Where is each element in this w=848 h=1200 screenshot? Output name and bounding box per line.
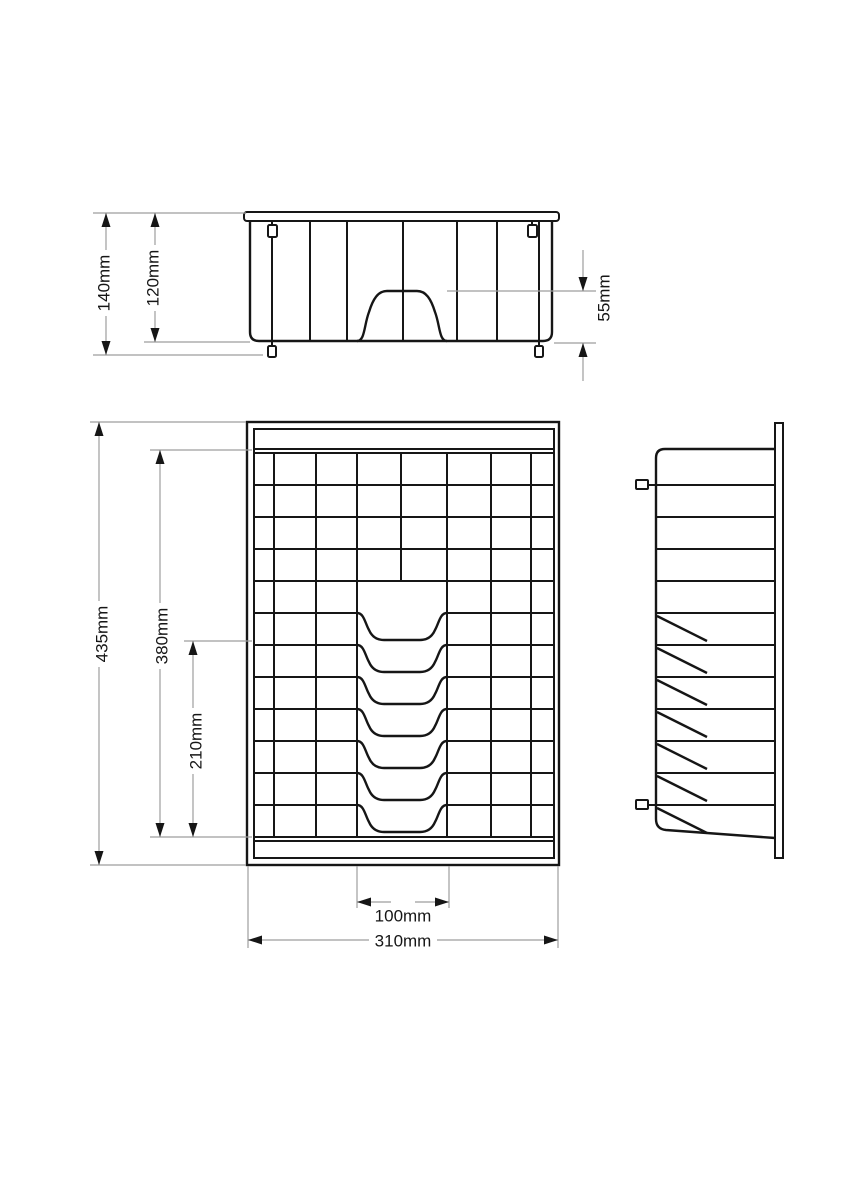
dimension-120mm: 120mm xyxy=(144,213,163,342)
side-view xyxy=(635,422,784,859)
side-clips xyxy=(635,479,656,810)
dim-label-310mm: 310mm xyxy=(375,932,432,951)
dimension-140mm: 140mm xyxy=(95,213,114,355)
arrow-down xyxy=(578,277,588,291)
foot-left xyxy=(267,345,277,358)
dim-label-380mm: 380mm xyxy=(153,608,172,665)
dimension-435mm: 435mm xyxy=(93,422,112,865)
dimension-100mm: 100mm xyxy=(357,897,449,926)
side-outline xyxy=(654,447,776,840)
arrow-left xyxy=(357,897,371,907)
foot-right xyxy=(534,345,544,358)
arrow-down xyxy=(155,823,165,837)
arrow-up xyxy=(155,450,165,464)
back-plate xyxy=(774,422,784,859)
arrow-up xyxy=(578,343,588,357)
dim-label-140mm: 140mm xyxy=(95,255,114,312)
grid-horizontal-wires xyxy=(254,484,554,806)
plan-view xyxy=(245,420,561,867)
arrow-right xyxy=(544,935,558,945)
arrow-right xyxy=(435,897,449,907)
inner-frame xyxy=(253,428,555,859)
extension-lines xyxy=(90,212,596,948)
dim-label-55mm: 55mm xyxy=(595,274,614,321)
arrow-down xyxy=(101,341,111,355)
arrow-down xyxy=(150,328,160,342)
dimension-380mm: 380mm xyxy=(153,450,172,837)
arrow-up xyxy=(188,641,198,655)
arrow-up xyxy=(150,213,160,227)
dim-label-120mm: 120mm xyxy=(144,250,163,307)
side-slot-wires xyxy=(656,614,708,835)
arrow-up xyxy=(94,422,104,436)
dimension-annotations: 140mm 120mm 55mm 435mm 380mm xyxy=(90,212,614,951)
dim-label-435mm: 435mm xyxy=(93,606,112,663)
plate-slots xyxy=(356,611,448,834)
front-elevation-view xyxy=(243,211,560,358)
outer-frame xyxy=(245,420,561,867)
dimension-310mm: 310mm xyxy=(248,932,558,951)
arrow-up xyxy=(101,213,111,227)
hanging-hooks xyxy=(267,221,538,238)
hook-right xyxy=(527,224,538,238)
handle-cutout xyxy=(356,289,448,343)
bottom-rail xyxy=(254,836,554,842)
basket-outline xyxy=(248,221,554,343)
feet xyxy=(267,345,544,358)
dimension-55mm: 55mm xyxy=(578,250,614,381)
basket-wires xyxy=(271,221,540,346)
hook-left xyxy=(267,224,278,238)
rim-bar xyxy=(243,211,560,222)
dim-label-100mm: 100mm xyxy=(375,907,432,926)
clip-bottom xyxy=(635,799,649,810)
clip-top xyxy=(635,479,649,490)
side-wires xyxy=(656,484,775,806)
dimension-210mm: 210mm xyxy=(187,641,206,837)
arrow-down xyxy=(94,851,104,865)
arrow-down xyxy=(188,823,198,837)
arrow-left xyxy=(248,935,262,945)
top-rail xyxy=(254,448,554,454)
dim-label-210mm: 210mm xyxy=(187,713,206,770)
